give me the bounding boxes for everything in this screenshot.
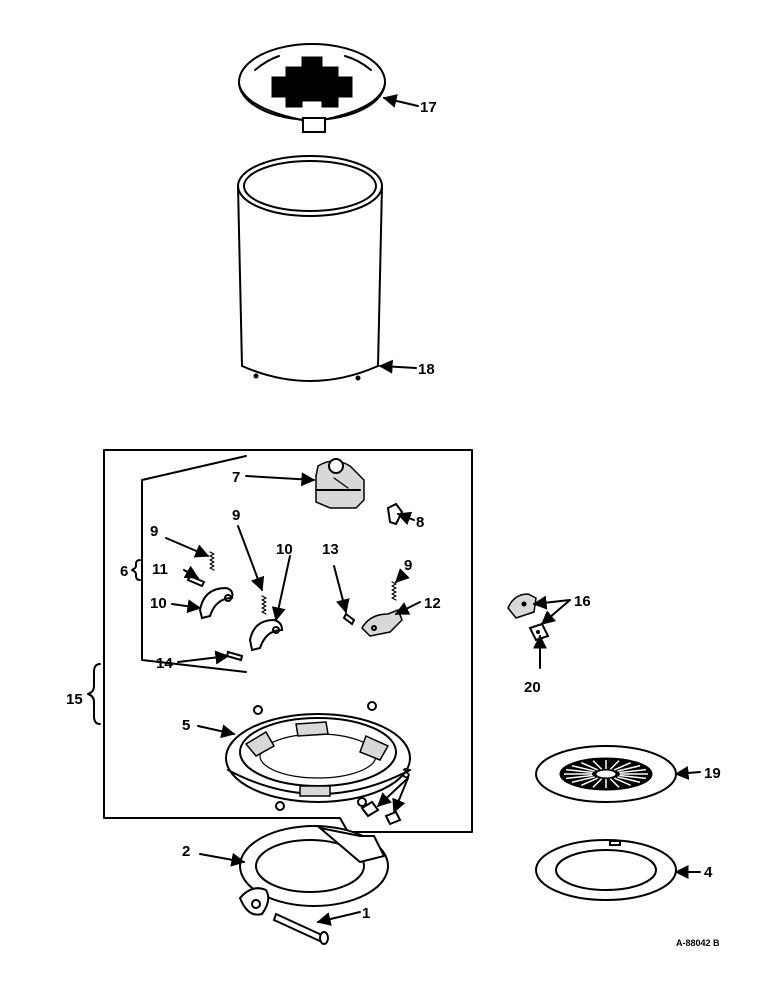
part-9-spring-middle (261, 595, 267, 615)
part-18-cylinder (237, 155, 383, 382)
part-10-shoe-left (198, 586, 234, 620)
callout-7: 7 (232, 469, 240, 486)
part-4-gasket (535, 839, 677, 901)
callout-5: 5 (182, 717, 190, 734)
callout-16: 16 (574, 593, 591, 610)
callout-19: 19 (704, 765, 721, 782)
callout-12: 12 (424, 595, 441, 612)
callout-9-right: 9 (404, 557, 412, 574)
callout-10-left: 10 (150, 595, 167, 612)
part-10-shoe-middle (248, 618, 284, 652)
group-15-brace (87, 663, 101, 725)
leader-lines (165, 94, 701, 926)
part-9-spring-right (391, 581, 397, 601)
disc-slot (617, 776, 641, 783)
callout-6: 6 (120, 563, 128, 580)
part-9-spring-left (209, 551, 215, 571)
disc-slot (581, 761, 599, 771)
callout-1: 1 (362, 905, 370, 922)
part-16-latch (507, 593, 537, 619)
group-6-brace (131, 559, 141, 581)
callout-9-left: 9 (150, 523, 158, 540)
callout-14: 14 (156, 655, 173, 672)
part-7-housing (315, 458, 365, 509)
callout-17: 17 (420, 99, 437, 116)
disc-slot (619, 774, 647, 780)
disc-slot (571, 765, 595, 772)
callout-11: 11 (152, 561, 168, 578)
part-17-lid (238, 43, 386, 133)
disc-slot (613, 761, 631, 771)
disc-slot (613, 777, 631, 787)
callout-18: 18 (418, 361, 435, 378)
disc-slot (592, 778, 603, 788)
disc-slot (617, 765, 641, 772)
part-13-pin (342, 612, 356, 626)
callout-4: 4 (704, 864, 713, 881)
part-2-clamp-ring (238, 825, 389, 916)
callout-13: 13 (322, 541, 339, 558)
disc-slot (565, 768, 593, 774)
disc-slot (609, 778, 620, 788)
disc-slot (581, 777, 599, 787)
disc-slot (592, 760, 603, 770)
drawing-id: A-88042 B (676, 938, 720, 948)
callout-15: 15 (66, 691, 83, 708)
part-19-screen-disc (535, 745, 677, 803)
callout-2: 2 (182, 843, 190, 860)
part-12-lever (361, 609, 403, 637)
callout-8: 8 (416, 514, 424, 531)
callout-9-middle: 9 (232, 507, 240, 524)
disc-slot (619, 768, 647, 774)
part-14-pin (225, 650, 244, 662)
group-6-bracket (141, 455, 247, 673)
disc-slot (571, 776, 595, 783)
callout-3: 3 (402, 765, 410, 782)
part-3-clips (360, 800, 402, 826)
disc-slot (565, 774, 593, 780)
part-5-ring-housing (225, 701, 411, 811)
callout-labels: 17 18 7 8 9 9 10 13 9 6 11 10 12 14 15 5… (66, 99, 721, 948)
callout-10-middle: 10 (276, 541, 293, 558)
part-1-bolt (272, 912, 329, 945)
callout-20: 20 (524, 679, 541, 696)
disc-slot (609, 760, 620, 770)
